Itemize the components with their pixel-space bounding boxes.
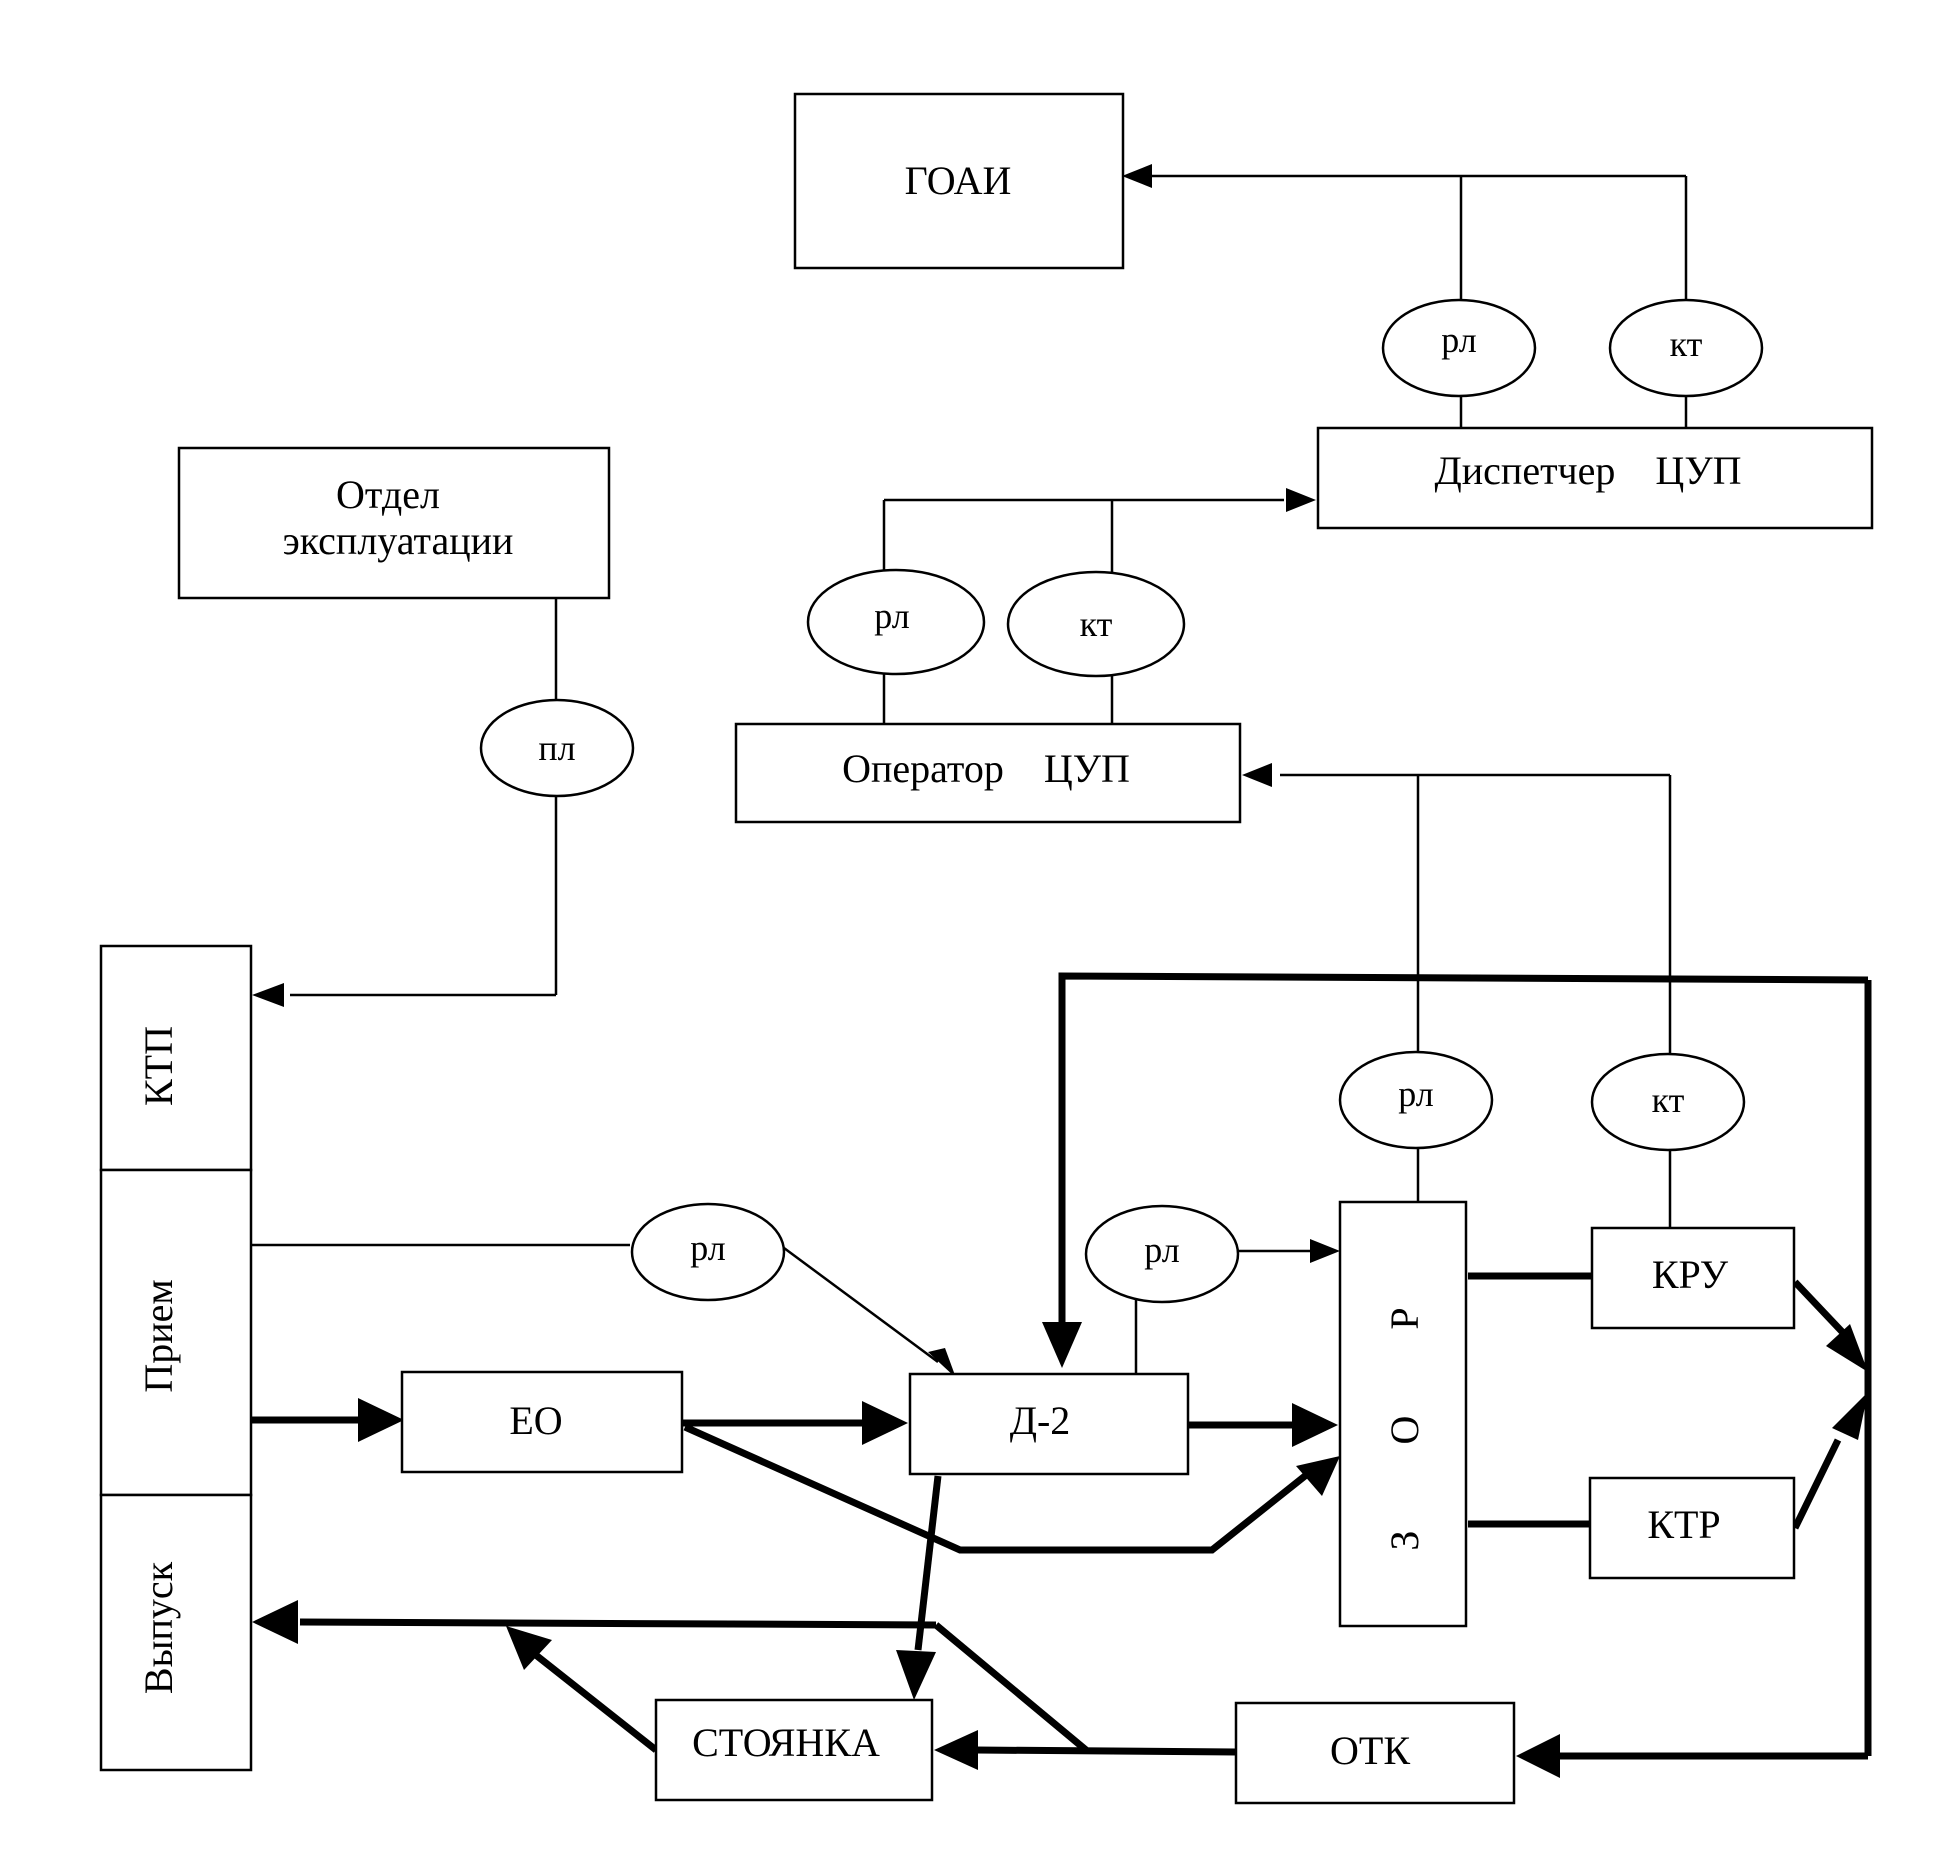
d2-box: [908, 1372, 1190, 1476]
priem-label: Прием: [136, 1279, 181, 1392]
vypusk-box: [99, 1493, 253, 1772]
oval-priem-rl-label: рл: [690, 1228, 726, 1268]
oval-goai-kt: [1608, 298, 1764, 398]
eo-label: ЕО: [509, 1398, 562, 1443]
dispatcher-box: [1316, 426, 1874, 530]
goai-label: ГОАИ: [905, 158, 1012, 203]
stoyanka-box: [654, 1698, 934, 1802]
ktp-label: КТП: [136, 1026, 181, 1106]
zor-box: [1338, 1200, 1468, 1628]
oval-goai-kt-label: кт: [1670, 324, 1703, 364]
oval-zor-kt: [1590, 1052, 1746, 1152]
d2-label: Д-2: [1010, 1398, 1071, 1443]
stoyanka-label: СТОЯНКА: [692, 1720, 880, 1765]
oval-priem-rl: [630, 1202, 786, 1302]
zor-label: З О Р: [1382, 1269, 1427, 1550]
otk-box: [1234, 1701, 1516, 1805]
priem-box: [99, 1168, 253, 1497]
oval-zor-rl-label: рл: [1398, 1074, 1434, 1114]
goai-box: [793, 92, 1125, 270]
operator-box: [734, 722, 1242, 824]
otdel-label-line1: Отдел: [336, 472, 440, 517]
otk-label: ОТК: [1330, 1728, 1410, 1773]
oval-op-rl-label: рл: [874, 596, 910, 636]
ktr-label: КТР: [1647, 1502, 1720, 1547]
thick-arrowheads: [252, 1322, 1868, 1778]
kru-label: КРУ: [1652, 1252, 1729, 1297]
oval-op-kt: [1006, 570, 1186, 678]
oval-zor-rl: [1338, 1050, 1494, 1150]
dispatcher-label: Диспетчер ЦУП: [1434, 448, 1741, 493]
eo-box: [400, 1370, 684, 1474]
oval-goai-rl: [1381, 298, 1537, 398]
oval-otdel-pl-label: пл: [538, 728, 575, 768]
vypusk-label: Выпуск: [136, 1561, 181, 1694]
oval-op-rl: [806, 568, 986, 676]
ktp-box: [99, 944, 253, 1172]
oval-otdel-pl: [479, 698, 635, 798]
oval-d2-rl-label: рл: [1144, 1230, 1180, 1270]
thick-connectors: [252, 972, 1872, 1760]
operator-label: Оператор ЦУП: [842, 746, 1130, 791]
kru-box: [1590, 1226, 1796, 1330]
thin-arrowheads: [252, 164, 1340, 1378]
otdel-box: [177, 446, 611, 600]
oval-d2-rl: [1084, 1204, 1240, 1304]
otdel-label-line2: эксплуатации: [283, 518, 514, 563]
oval-goai-rl-label: рл: [1441, 320, 1477, 360]
oval-zor-kt-label: кт: [1652, 1080, 1685, 1120]
ktr-box: [1588, 1476, 1796, 1580]
thin-connectors: [252, 174, 1688, 1374]
oval-op-kt-label: кт: [1080, 604, 1113, 644]
